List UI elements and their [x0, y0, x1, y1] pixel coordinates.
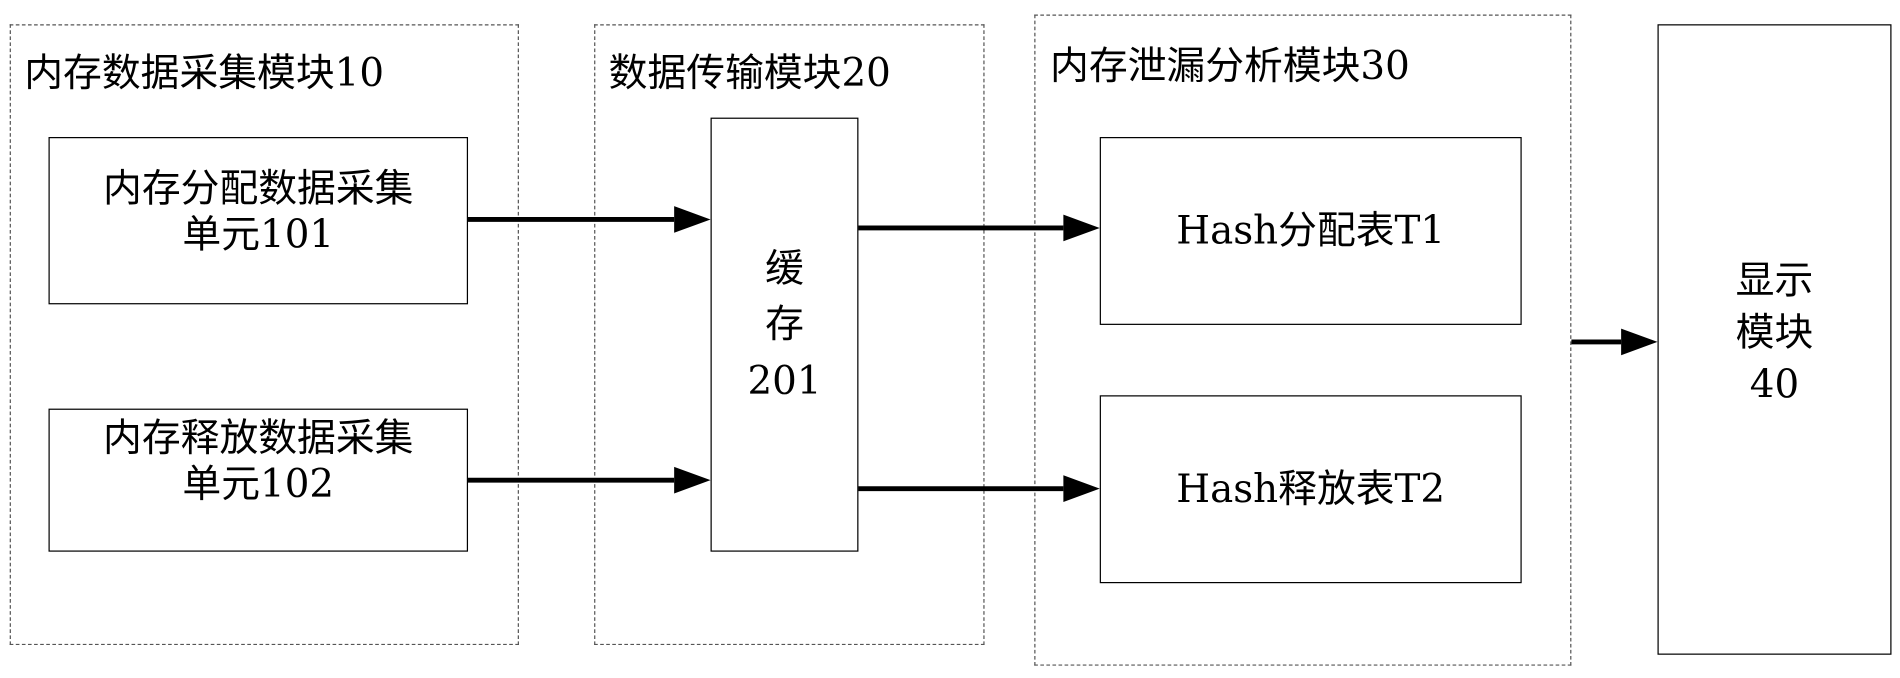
- arrow-cache-to-release-table: [858, 475, 1099, 502]
- arrow-analysis-to-display: [1571, 329, 1657, 356]
- arrow-alloc-unit-to-cache: [468, 206, 710, 233]
- arrow-release-unit-to-cache: [468, 467, 710, 494]
- arrow-cache-to-alloc-table: [858, 215, 1099, 242]
